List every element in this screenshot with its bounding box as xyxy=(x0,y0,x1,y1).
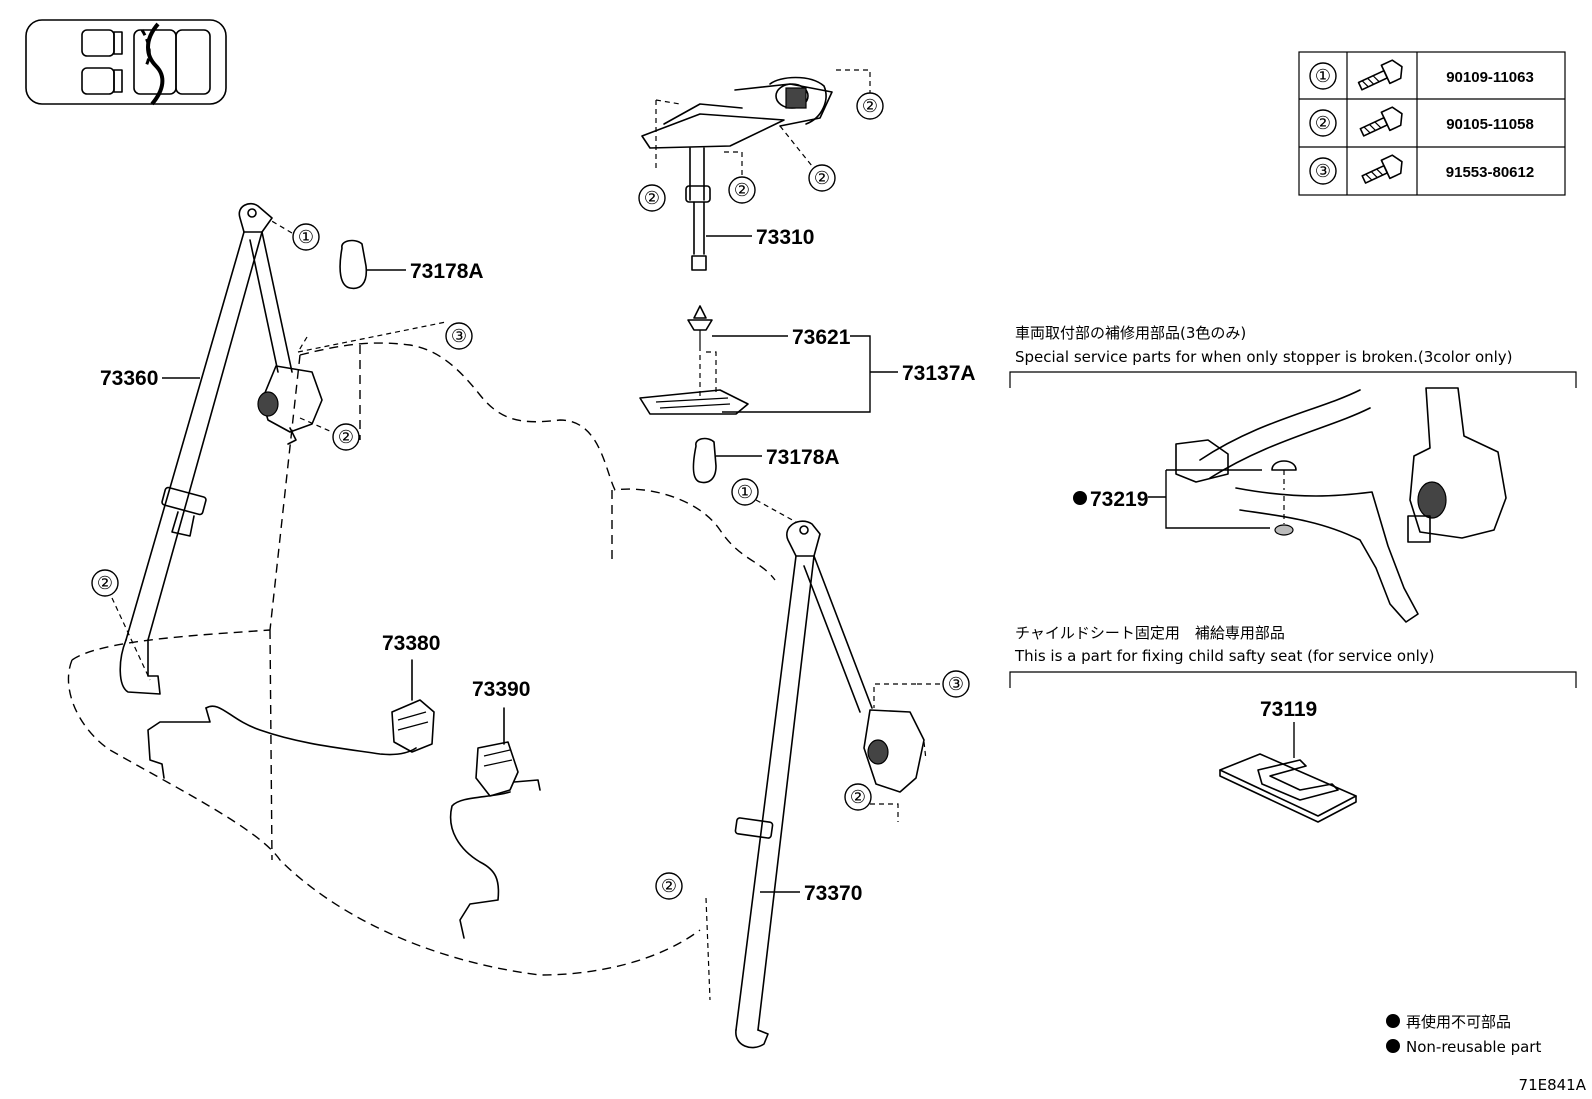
buckle-73390 xyxy=(449,707,541,939)
bolt-icon xyxy=(1357,59,1403,91)
svg-text:②: ② xyxy=(850,787,866,808)
part-code: 91553-80612 xyxy=(1446,164,1534,181)
svg-text:②: ② xyxy=(814,168,830,189)
svg-text:③: ③ xyxy=(948,674,964,695)
non-reusable-mark-icon xyxy=(1073,491,1087,505)
cover-73178a-lower xyxy=(692,437,762,484)
part-number-73370: 73370 xyxy=(804,882,862,905)
table-row: ③ 91553-80612 xyxy=(1309,154,1534,185)
part-code: 90105-11058 xyxy=(1446,116,1534,133)
svg-text:②: ② xyxy=(97,573,113,594)
callout-1-left: ① xyxy=(292,223,320,251)
bolt-icon xyxy=(1359,106,1403,137)
svg-text:③: ③ xyxy=(451,326,467,347)
part-code: 90109-11063 xyxy=(1446,69,1534,86)
section-title-jp: 車両取付部の補修用部品(3色のみ) xyxy=(1015,324,1246,342)
part-number-73178a-upper: 73178A xyxy=(410,260,484,283)
ref-number: ② xyxy=(1315,113,1331,134)
part-number-73621: 73621 xyxy=(792,326,851,349)
cover-73178a-upper xyxy=(339,239,406,290)
part-number-73310: 73310 xyxy=(756,226,814,249)
section-title-en: This is a part for fixing child safty se… xyxy=(1014,647,1434,665)
callout-2-left-retractor: ② xyxy=(332,423,360,451)
callout-2-right-retractor: ② xyxy=(844,783,872,811)
illustration-code: 71E841A xyxy=(1519,1076,1587,1094)
callout-2-right-floor: ② xyxy=(655,872,683,900)
svg-text:①: ① xyxy=(298,227,314,248)
bracket-73137a xyxy=(639,389,749,415)
non-reusable-mark-icon xyxy=(1386,1014,1400,1028)
buckle-73380 xyxy=(147,659,435,779)
bracket-73119 xyxy=(1219,753,1357,823)
special-service-section: 車両取付部の補修用部品(3色のみ) Special service parts … xyxy=(1009,324,1577,623)
part-number-73380: 73380 xyxy=(382,632,440,655)
ref-number: ③ xyxy=(1315,161,1331,182)
callout-3-right: ③ xyxy=(942,670,970,698)
seatbelt-73360 xyxy=(119,202,323,695)
non-reusable-mark-icon xyxy=(1386,1039,1400,1053)
vehicle-location-icon xyxy=(25,19,227,106)
seatbelt-73370 xyxy=(734,520,925,1049)
section-title-en: Special service parts for when only stop… xyxy=(1015,348,1513,366)
part-number-73137a: 73137A xyxy=(902,362,976,385)
child-seat-section: チャイルドシート固定用 補給専用部品 This is a part for fi… xyxy=(1009,624,1577,823)
part-number-73219: 73219 xyxy=(1090,488,1148,511)
svg-text:①: ① xyxy=(737,482,753,503)
callout-2-top-left: ② xyxy=(638,184,666,212)
legend-en: Non-reusable part xyxy=(1406,1038,1541,1056)
callout-2-top-right: ② xyxy=(808,164,836,192)
table-row: ① 90109-11063 xyxy=(1309,59,1534,91)
legend-jp: 再使用不可部品 xyxy=(1406,1013,1511,1031)
bolt-icon xyxy=(1361,154,1403,184)
svg-text:②: ② xyxy=(338,427,354,448)
callout-2-top-far: ② xyxy=(856,92,884,120)
svg-text:②: ② xyxy=(734,180,750,201)
part-number-73178a-lower: 73178A xyxy=(766,446,840,469)
part-number-73360: 73360 xyxy=(100,367,158,390)
clip-73621 xyxy=(687,305,713,346)
svg-text:②: ② xyxy=(862,96,878,117)
part-number-73119: 73119 xyxy=(1260,698,1317,721)
svg-text:②: ② xyxy=(644,188,660,209)
fastener-table: ① 90109-11063 ② 90105-11058 ③ xyxy=(1298,51,1566,196)
callout-1-right: ① xyxy=(731,478,759,506)
svg-text:②: ② xyxy=(661,876,677,897)
part-number-73390: 73390 xyxy=(472,678,530,701)
callout-2-top-mid: ② xyxy=(728,176,756,204)
ref-number: ① xyxy=(1315,66,1331,87)
retractor-73310 xyxy=(641,76,833,271)
callout-2-left-floor: ② xyxy=(91,569,119,597)
section-title-jp: チャイルドシート固定用 補給専用部品 xyxy=(1015,624,1285,642)
seat-outline xyxy=(67,342,776,976)
legend: 再使用不可部品 Non-reusable part xyxy=(1386,1013,1541,1056)
table-row: ② 90105-11058 xyxy=(1309,106,1534,137)
callout-3-left: ③ xyxy=(445,322,473,350)
